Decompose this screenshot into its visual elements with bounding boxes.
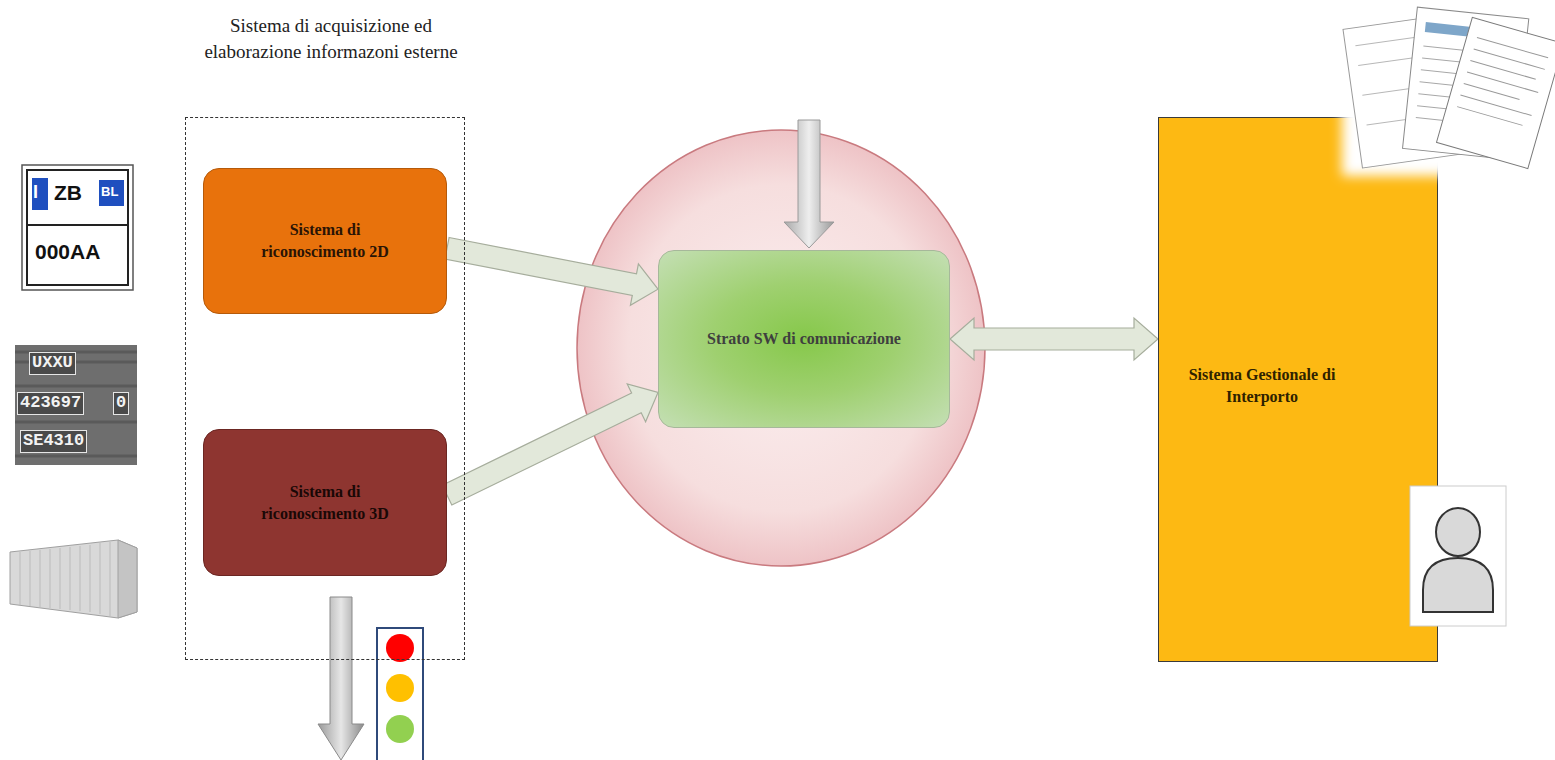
photo-stripes bbox=[15, 352, 137, 456]
plate-text: I bbox=[33, 183, 38, 203]
red-light bbox=[386, 634, 414, 662]
documents-glow bbox=[1342, 0, 1552, 176]
output-arrow bbox=[318, 597, 364, 760]
documents-icon bbox=[1343, 7, 1555, 168]
box-label: Strato SW di comunicazione bbox=[707, 328, 901, 350]
group-box: Sistema di acquisizione ed elaborazione … bbox=[185, 117, 465, 660]
group-heading: Sistema di acquisizione ed elaborazione … bbox=[181, 13, 481, 64]
region-ellipse bbox=[577, 130, 985, 566]
plate-blue-left bbox=[32, 178, 48, 210]
box-label: Sistema Gestionale di Interporto bbox=[1167, 364, 1357, 407]
container-illustration bbox=[10, 540, 137, 618]
block-arrow bbox=[950, 318, 1158, 360]
container-code-photo bbox=[15, 345, 137, 465]
container-code-text: UXXU bbox=[29, 352, 76, 375]
block-arrow bbox=[445, 238, 658, 306]
container-code-text: 423697 bbox=[17, 392, 84, 415]
communication-box: Strato SW di comunicazione bbox=[658, 250, 950, 428]
management-system-box: Sistema Gestionale di Interporto bbox=[1158, 117, 1438, 662]
traffic-light bbox=[377, 628, 423, 760]
container-code-text: SE4310 bbox=[20, 430, 87, 453]
user-icon bbox=[1410, 486, 1506, 626]
box-label: Sistema di riconoscimento 3D bbox=[240, 481, 410, 524]
plate-text: 000AA bbox=[35, 240, 100, 263]
plate-text: BL bbox=[101, 185, 118, 199]
box-label: Sistema di riconoscimento 2D bbox=[240, 219, 410, 262]
plate-text: ZB bbox=[54, 181, 82, 204]
container-code-text: 0 bbox=[113, 392, 129, 415]
plate-divider bbox=[27, 224, 128, 226]
plate-inner bbox=[27, 170, 128, 285]
amber-light bbox=[386, 674, 414, 702]
green-light bbox=[386, 715, 414, 743]
plate-blue-right bbox=[99, 180, 124, 206]
block-arrow bbox=[442, 384, 658, 505]
plate-frame bbox=[22, 165, 133, 290]
process-box: Sistema di riconoscimento 2D bbox=[203, 168, 447, 314]
input-arrow bbox=[784, 120, 834, 248]
process-box: Sistema di riconoscimento 3D bbox=[203, 429, 447, 576]
